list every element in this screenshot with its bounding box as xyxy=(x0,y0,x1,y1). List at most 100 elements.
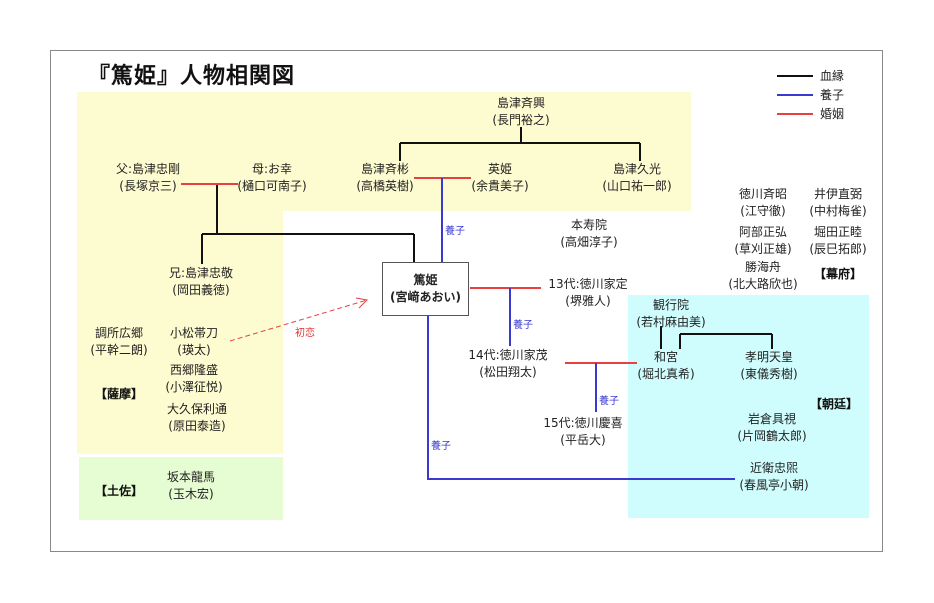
edge-label-adopt-konoe: 養子 xyxy=(431,441,451,452)
person-actor: (余貴美子) xyxy=(471,179,529,193)
person-name: 14代:徳川家茂 xyxy=(468,348,548,362)
person-actor: (岡田義徳) xyxy=(172,283,230,297)
person-actor: (高橋英樹) xyxy=(356,179,414,193)
person-name: 孝明天皇 xyxy=(744,350,793,364)
person-name: 島津斉興 xyxy=(496,96,545,110)
person-name: 坂本龍馬 xyxy=(166,470,216,484)
person-name: 岩倉具視 xyxy=(747,412,796,426)
group-label-court: 【朝廷】 xyxy=(809,397,859,411)
person-actor: (山口祐一郎) xyxy=(602,179,672,193)
person-hotta-masayoshi: 堀田正睦 (辰巳拓郎) xyxy=(809,224,866,258)
person-actor: (樋口可南子) xyxy=(237,179,307,193)
person-konoe-tadahiro: 近衛忠煕 (春風亭小朝) xyxy=(739,460,808,494)
legend-swatch-adoption xyxy=(777,94,813,96)
legend-label-marriage: 婚姻 xyxy=(820,107,845,121)
person-actor: (小澤征悦) xyxy=(165,380,223,394)
person-name: 15代:徳川慶喜 xyxy=(543,416,623,430)
person-actor: (辰巳拓郎) xyxy=(809,242,867,256)
person-name: 本寿院 xyxy=(570,218,607,232)
person-emperor-komei: 孝明天皇 (東儀秀樹) xyxy=(740,349,797,383)
person-name: 調所広郷 xyxy=(94,326,143,340)
person-shimazu-hisamitsu: 島津久光 (山口祐一郎) xyxy=(602,161,671,195)
person-name: 父:島津忠剛 xyxy=(115,162,181,176)
edge-label-first-love: 初恋 xyxy=(295,328,315,339)
person-shimazu-nariakira: 島津斉彬 (高橋英樹) xyxy=(356,161,413,195)
person-name: 西郷隆盛 xyxy=(169,363,218,377)
person-name: 大久保利通 xyxy=(166,402,228,416)
person-actor: (平幹二朗) xyxy=(90,343,148,357)
person-name: 母:お幸 xyxy=(251,162,293,176)
person-komatsu-tatewaki: 小松帯刀 (瑛太) xyxy=(170,325,218,359)
person-name: 篤姫 xyxy=(413,273,438,287)
edge-label-adopt-yoshinobu: 養子 xyxy=(599,396,619,407)
person-abe-masahiro: 阿部正弘 (草刈正雄) xyxy=(734,224,791,258)
person-okou: 母:お幸 (樋口可南子) xyxy=(237,161,306,195)
person-name: 観行院 xyxy=(652,298,689,312)
person-name: 小松帯刀 xyxy=(169,326,219,340)
person-actor: (玉木宏) xyxy=(168,487,214,501)
person-ii-naosuke: 井伊直弼 (中村梅雀) xyxy=(809,186,866,220)
node-atsuhime: 篤姫 (宮﨑あおい) xyxy=(382,262,469,316)
person-okubo-toshimichi: 大久保利通 (原田泰造) xyxy=(167,401,227,435)
person-actor: (春風亭小朝) xyxy=(739,478,809,492)
group-label-satsuma: 【薩摩】 xyxy=(94,387,144,401)
person-name: 堀田正睦 xyxy=(813,225,862,239)
person-tokugawa-yoshinobu: 15代:徳川慶喜 (平岳大) xyxy=(543,415,622,449)
legend-label-blood: 血縁 xyxy=(820,69,845,83)
person-name: 島津斉彬 xyxy=(360,162,409,176)
group-label-tosa: 【土佐】 xyxy=(94,484,144,498)
person-shimazu-nariaki: 島津斉興 (長門裕之) xyxy=(492,95,549,129)
person-actor: (瑛太) xyxy=(177,343,211,357)
person-name: 13代:徳川家定 xyxy=(548,277,628,291)
person-sakamoto-ryoma: 坂本龍馬 (玉木宏) xyxy=(167,469,215,503)
legend-label-adoption: 養子 xyxy=(820,88,845,102)
person-zusho-hirosato: 調所広郷 (平幹二朗) xyxy=(90,325,147,359)
edge-label-adopt-nariakira: 養子 xyxy=(445,226,465,237)
person-actor: (片岡鶴太郎) xyxy=(737,429,807,443)
person-name: 井伊直弼 xyxy=(813,187,862,201)
person-hidehime: 英姫 (余貴美子) xyxy=(471,161,528,195)
legend-swatch-blood xyxy=(777,75,813,77)
group-label-bakufu: 【幕府】 xyxy=(813,267,863,281)
person-actor: (松田翔太) xyxy=(479,365,537,379)
person-tokugawa-nariaki: 徳川斉昭 (江守徹) xyxy=(739,186,787,220)
person-name: 島津久光 xyxy=(612,162,661,176)
person-name: 兄:島津忠敬 xyxy=(168,266,234,280)
edge-label-adopt-iemochi: 養子 xyxy=(513,320,533,331)
person-name: 阿部正弘 xyxy=(738,225,787,239)
first-love-arrowhead xyxy=(355,297,369,309)
person-kangyoin: 観行院 (若村麻由美) xyxy=(636,297,705,331)
person-saigo-takamori: 西郷隆盛 (小澤征悦) xyxy=(165,362,222,396)
person-actor: (江守徹) xyxy=(740,204,786,218)
person-actor: (原田泰造) xyxy=(168,419,226,433)
person-actor: (平岳大) xyxy=(560,433,606,447)
person-name: 近衛忠煕 xyxy=(749,461,798,475)
person-shimazu-tadayuki: 兄:島津忠敬 (岡田義徳) xyxy=(169,265,233,299)
court-region xyxy=(628,295,869,518)
satsuma-region-top xyxy=(77,92,691,211)
person-actor: (北大路欣也) xyxy=(728,277,798,291)
person-iwakura-tomomi: 岩倉具視 (片岡鶴太郎) xyxy=(737,411,806,445)
person-shimazu-tadatake: 父:島津忠剛 (長塚京三) xyxy=(116,161,180,195)
person-actor: (高畑淳子) xyxy=(560,235,618,249)
person-name: 勝海舟 xyxy=(744,260,781,274)
person-kazunomiya: 和宮 (堀北真希) xyxy=(637,349,694,383)
person-name: 徳川斉昭 xyxy=(738,187,788,201)
person-honjuin: 本寿院 (高畑淳子) xyxy=(560,217,617,251)
person-actor: (東儀秀樹) xyxy=(740,367,798,381)
person-actor: (若村麻由美) xyxy=(636,315,706,329)
diagram-frame xyxy=(50,50,883,552)
person-name: 英姫 xyxy=(487,162,512,176)
person-name: 和宮 xyxy=(653,350,678,364)
satsuma-region-left xyxy=(77,211,283,454)
person-actor: (草刈正雄) xyxy=(734,242,792,256)
diagram-title: 『篤姫』人物相関図 xyxy=(88,64,296,89)
person-tokugawa-iemochi: 14代:徳川家茂 (松田翔太) xyxy=(468,347,547,381)
legend-swatch-marriage xyxy=(777,113,813,115)
person-actor: (長塚京三) xyxy=(119,179,177,193)
person-katsu-kaishu: 勝海舟 (北大路欣也) xyxy=(728,259,797,293)
person-actor: (宮﨑あおい) xyxy=(390,290,461,304)
person-actor: (堀北真希) xyxy=(637,367,695,381)
person-tokugawa-iesada: 13代:徳川家定 (堺雅人) xyxy=(548,276,627,310)
